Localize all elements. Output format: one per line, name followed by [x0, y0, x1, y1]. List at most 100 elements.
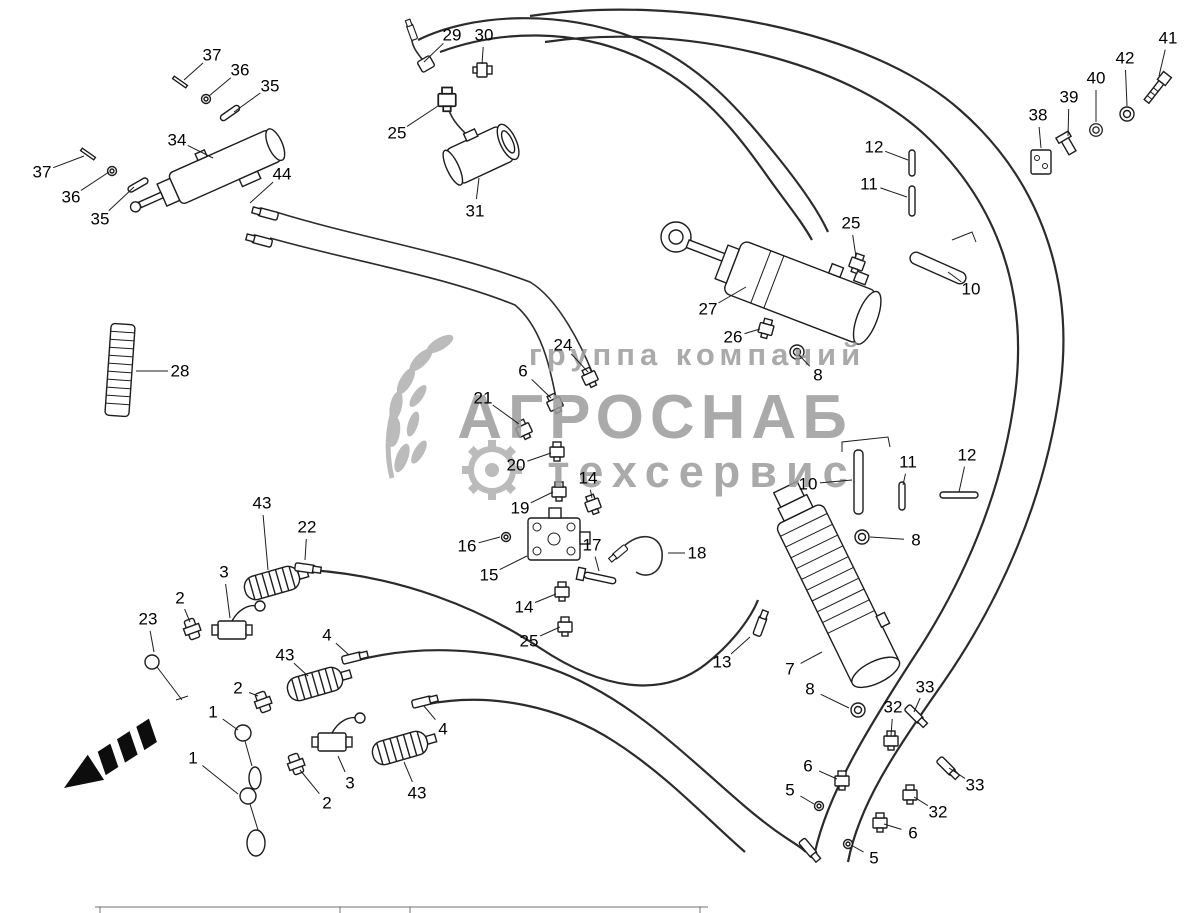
hose-top-b	[439, 34, 813, 241]
part-label-33: 33	[916, 678, 935, 697]
leader-line-24	[570, 353, 589, 373]
seal-ring-8-c	[850, 702, 866, 718]
leader-lines-layer	[53, 42, 1166, 853]
leader-line-5	[800, 795, 815, 805]
table-edge	[95, 906, 708, 913]
ribbed-tube-28	[104, 322, 136, 418]
cylinder-27	[660, 221, 882, 345]
seal-ring-8-b	[854, 529, 870, 545]
clip-39	[1054, 130, 1077, 156]
leader-line-43	[403, 761, 413, 783]
part-label-19: 19	[511, 499, 530, 518]
pin-12-top	[908, 149, 916, 177]
hose-left-pair-a	[275, 211, 593, 373]
hose-lines	[269, 8, 1065, 863]
cylinder-31	[442, 123, 520, 186]
part-label-42: 42	[1116, 49, 1135, 68]
fitting-30	[472, 62, 493, 78]
part-label-12: 12	[865, 138, 884, 157]
part-label-26: 26	[724, 328, 743, 347]
part-label-43: 43	[408, 784, 427, 803]
watermark-logo	[385, 334, 522, 500]
part-label-10: 10	[799, 475, 818, 494]
direction-arrow	[64, 718, 157, 788]
part-label-7: 7	[785, 660, 794, 679]
part-label-2: 2	[233, 679, 242, 698]
part-label-43: 43	[253, 494, 272, 513]
leader-line-44	[249, 181, 274, 204]
leader-line-10	[819, 479, 853, 484]
part-label-3: 3	[345, 774, 354, 793]
bolt-17	[575, 566, 617, 585]
leader-line-6	[883, 823, 902, 830]
leader-line-35	[108, 186, 135, 212]
part-label-10: 10	[962, 280, 981, 299]
leader-line-43	[262, 514, 269, 571]
part-label-32: 32	[884, 698, 903, 717]
leader-line-39	[1067, 108, 1070, 137]
pin-37-b	[79, 147, 97, 161]
part-label-20: 20	[507, 456, 526, 475]
part-label-37: 37	[203, 46, 222, 65]
cylinder-7	[772, 480, 901, 689]
washer-40	[1089, 123, 1103, 137]
part-label-25: 25	[842, 214, 861, 233]
leader-line-4	[335, 642, 350, 656]
part-label-23: 23	[139, 610, 158, 629]
fitting-2-a	[180, 616, 204, 642]
washer-16	[500, 531, 512, 543]
cylinder-34	[129, 128, 286, 213]
valve-3-a	[211, 600, 266, 640]
part-label-5: 5	[785, 781, 794, 800]
hose-end-33-b	[935, 755, 961, 781]
leader-line-3	[337, 755, 346, 773]
leader-line-37	[53, 155, 85, 169]
bolt-41	[1143, 70, 1173, 105]
grip-43-c	[369, 725, 440, 768]
linch-pin-23	[144, 654, 189, 701]
part-label-25: 25	[520, 632, 539, 651]
leader-line-26	[744, 328, 761, 335]
watermark: группа компаний АГРОСНАБ техсервис	[385, 334, 860, 500]
leader-line-15	[499, 555, 528, 571]
elbow-29	[416, 55, 436, 73]
leader-line-5	[850, 844, 864, 853]
leader-line-4	[423, 705, 436, 721]
leader-line-27	[718, 286, 747, 304]
fitting-14-b	[554, 581, 570, 602]
hose-end-4-b	[410, 693, 440, 710]
part-label-24: 24	[554, 336, 573, 355]
leader-line-16	[478, 536, 501, 544]
part-label-5: 5	[869, 849, 878, 868]
leader-line-21	[492, 404, 520, 425]
leader-line-11	[880, 187, 908, 198]
leader-line-19	[530, 491, 554, 504]
pin-11-top	[908, 185, 916, 217]
hose-top-a	[417, 17, 830, 233]
part-label-8: 8	[805, 680, 814, 699]
leader-line-34	[187, 144, 214, 159]
part-label-14: 14	[515, 598, 534, 617]
part-label-3: 3	[219, 563, 228, 582]
part-label-14: 14	[579, 469, 598, 488]
pin-37-a	[171, 75, 189, 89]
part-label-21: 21	[474, 389, 493, 408]
part-label-11: 11	[899, 453, 917, 472]
part-label-35: 35	[261, 77, 280, 96]
leader-line-35	[233, 92, 261, 113]
part-label-16: 16	[458, 537, 477, 556]
washer-5-a	[813, 800, 825, 812]
fitting-25-mid	[557, 616, 573, 637]
leader-line-1	[222, 718, 239, 731]
leader-line-33	[948, 767, 966, 779]
part-label-25: 25	[388, 124, 407, 143]
leader-line-30	[481, 46, 484, 65]
part-label-1: 1	[208, 703, 217, 722]
leader-line-8	[869, 536, 905, 540]
leader-line-7	[800, 651, 823, 664]
fitting-2-b	[251, 689, 275, 715]
tee-fitting-25-top	[437, 86, 457, 113]
leader-line-25	[406, 105, 439, 127]
part-label-11: 11	[860, 175, 878, 194]
